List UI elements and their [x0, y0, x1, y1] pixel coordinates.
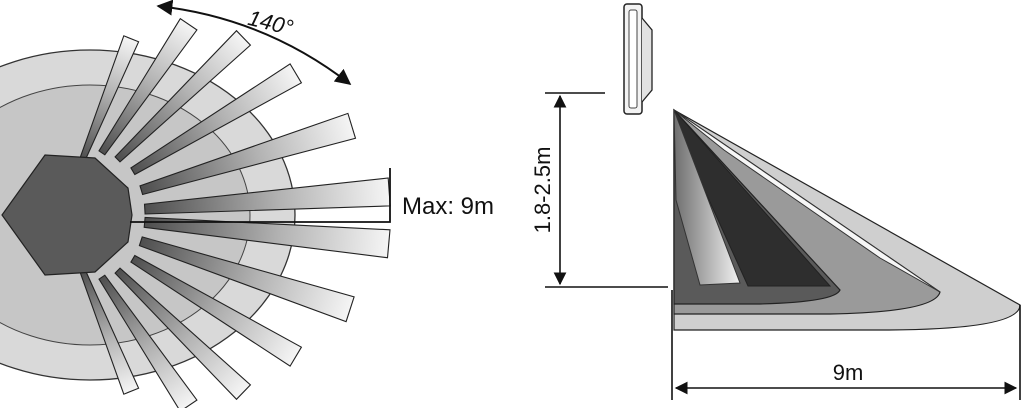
detection-rays	[79, 17, 391, 413]
sensor-device	[623, 3, 653, 115]
range-label: Max: 9m	[402, 193, 494, 220]
side-view-diagram: 1.8-2.5m 9m	[530, 3, 1021, 400]
detection-ray	[138, 236, 355, 323]
sensor-body	[1, 154, 133, 276]
range-indicator-line	[130, 168, 391, 223]
height-label: 1.8-2.5m	[530, 147, 555, 234]
detection-ray	[130, 254, 303, 367]
detection-ray	[143, 177, 391, 215]
detection-ray	[143, 216, 391, 259]
distance-label: 9m	[833, 360, 864, 385]
detection-ray	[98, 274, 198, 413]
angle-arc-arrow	[156, 0, 352, 85]
cone-core-wedge	[673, 109, 741, 286]
cone-light-wedge	[673, 109, 941, 293]
detection-ray	[139, 112, 357, 196]
detection-ray	[114, 267, 252, 401]
angle-label: 140°	[246, 5, 296, 40]
top-view-diagram: 140° Max: 9m	[0, 0, 494, 413]
